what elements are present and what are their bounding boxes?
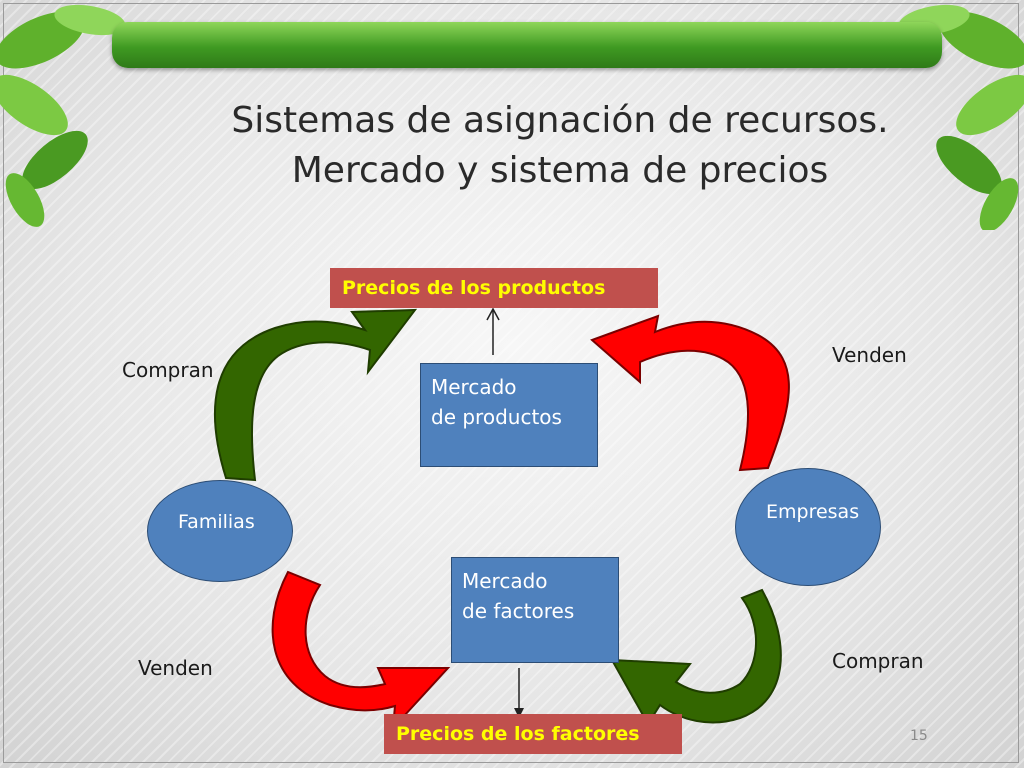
node-empresas: Empresas bbox=[735, 468, 881, 586]
node-empresas-label: Empresas bbox=[766, 501, 860, 523]
header-bar-decoration bbox=[112, 22, 942, 68]
label-compran-bottom-right: Compran bbox=[832, 649, 924, 673]
label-venden-top-right: Venden bbox=[832, 343, 907, 367]
box-mercado-productos-line2: de productos bbox=[431, 405, 562, 429]
title-line-1: Sistemas de asignación de recursos. bbox=[231, 100, 889, 141]
connector-up-arrowhead bbox=[486, 307, 500, 321]
banner-precios-factores: Precios de los factores bbox=[384, 714, 682, 754]
box-mercado-factores: Mercado de factores bbox=[451, 557, 619, 663]
box-mercado-productos: Mercado de productos bbox=[420, 363, 598, 467]
leaves-left-decoration bbox=[0, 4, 126, 227]
slide-title: Sistemas de asignación de recursos. Merc… bbox=[200, 96, 920, 196]
box-mercado-productos-line1: Mercado bbox=[431, 375, 517, 399]
connector-down-arrowhead bbox=[514, 708, 524, 718]
green-curved-arrow-top-left bbox=[213, 308, 418, 482]
label-venden-bottom-left: Venden bbox=[138, 656, 213, 680]
node-familias: Familias bbox=[147, 480, 293, 582]
red-curved-arrow-bottom-left bbox=[271, 570, 451, 731]
box-mercado-factores-line2: de factores bbox=[462, 599, 575, 623]
slide-number: 15 bbox=[910, 728, 928, 744]
green-curved-arrow-bottom-right bbox=[610, 588, 782, 726]
title-line-2: Mercado y sistema de precios bbox=[291, 150, 829, 191]
node-familias-label: Familias bbox=[178, 511, 255, 533]
banner-precios-productos: Precios de los productos bbox=[330, 268, 658, 308]
label-compran-top-left: Compran bbox=[122, 358, 214, 382]
box-mercado-factores-line1: Mercado bbox=[462, 569, 548, 593]
red-curved-arrow-top-right bbox=[590, 314, 790, 472]
slide-frame bbox=[3, 3, 1019, 763]
